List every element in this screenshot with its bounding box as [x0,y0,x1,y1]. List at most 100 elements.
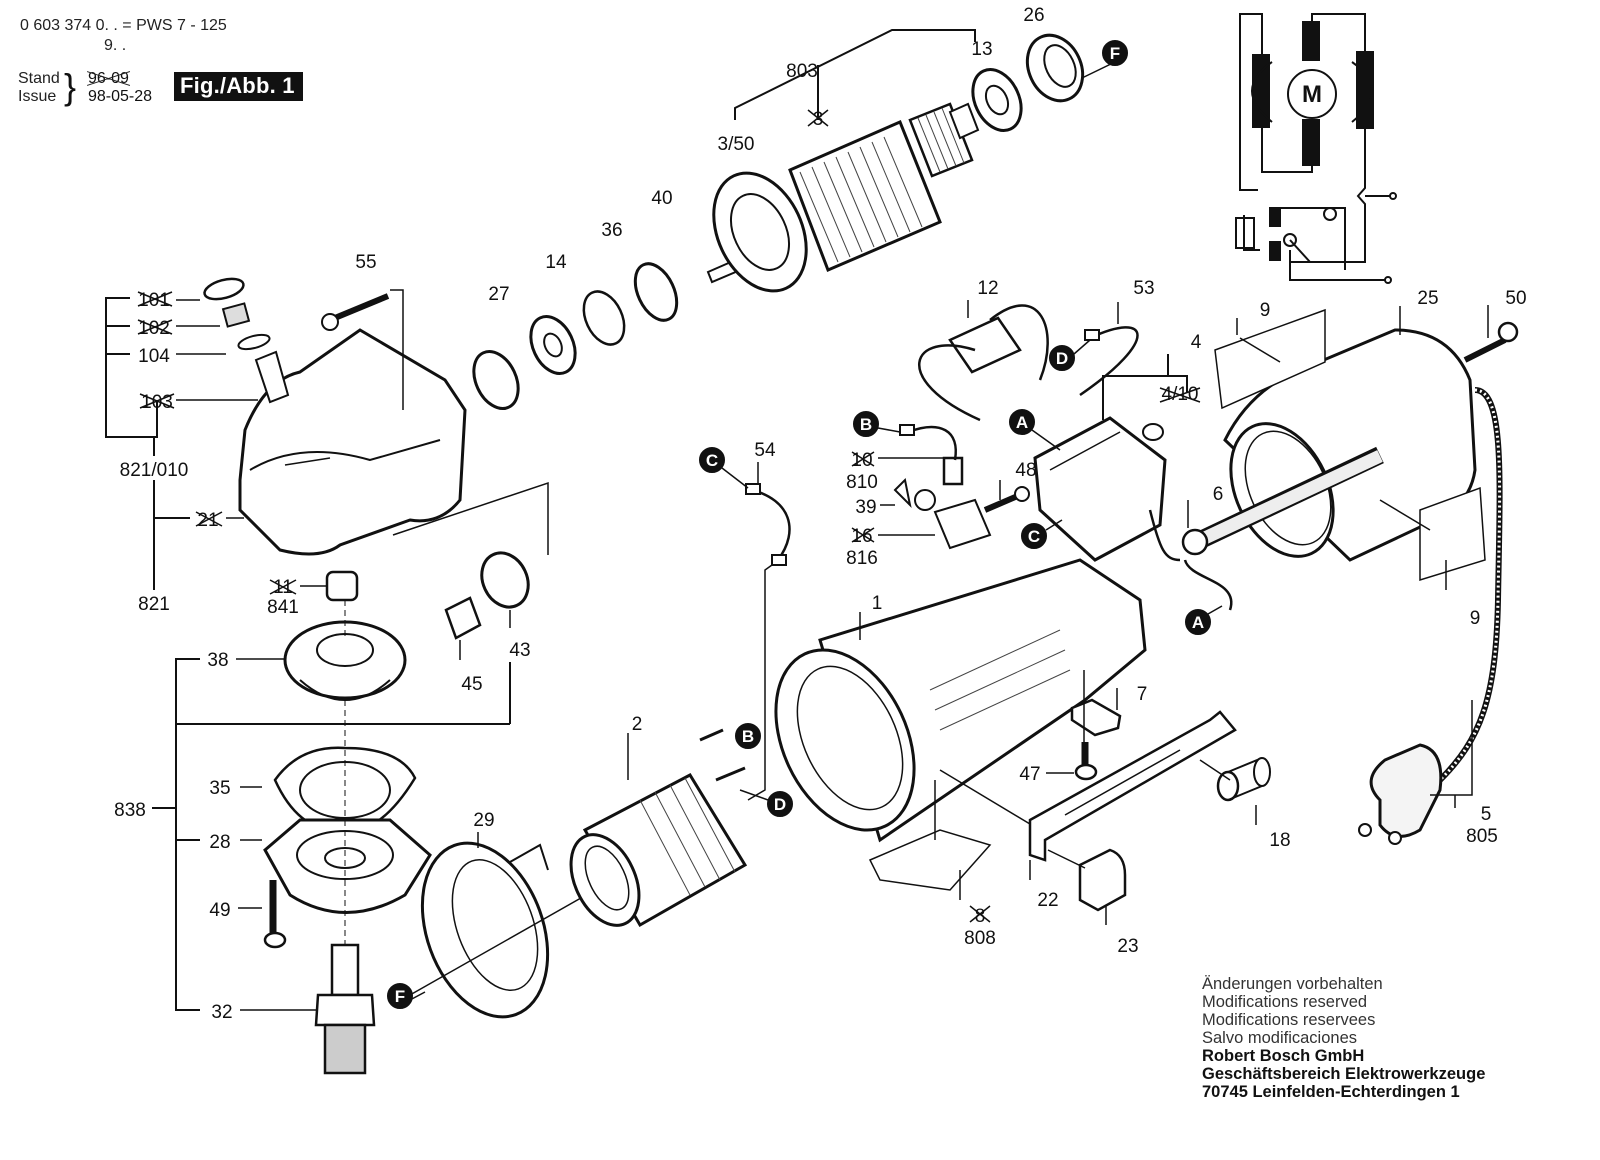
part-label-27: 27 [488,284,509,305]
old-date-struck: 96-09 [88,70,129,87]
part-label-22: 22 [1037,890,1058,911]
stand-issue-labels: Stand Issue [18,70,60,106]
part-label-841: 841 [267,597,299,618]
part-label-12: 12 [977,278,998,299]
model-variant: 9. . [104,37,127,54]
footer-notes: Änderungen vorbehalten Modifications res… [1202,975,1485,1101]
issue-label: Issue [18,88,57,105]
notes-line-es: Salvo modificaciones [1202,1029,1357,1047]
part-label-38: 38 [207,650,228,671]
ref-marker-a-cable [1185,609,1211,635]
circlip-40-icon [633,262,679,322]
part-label-21-struck: 21 [197,510,218,531]
ref-marker-c-switch [1021,523,1047,549]
part-label-2: 2 [632,714,643,735]
part-label-48: 48 [1015,460,1036,481]
armature-assembly [472,29,1085,410]
switch-4-icon [1033,416,1167,562]
part-label-39: 39 [855,497,876,518]
field-coil-bottom-icon [1302,119,1320,166]
part-label-13: 13 [971,39,992,60]
housing-1-icon [774,648,916,832]
part-label-49: 49 [209,900,230,921]
ref-marker-f-top [1102,40,1128,66]
stator-and-guard [409,728,769,1019]
figure-label: Fig./Abb. 1 [174,72,303,101]
switch-assembly [745,300,1233,801]
part-label-821-010: 821/010 [120,460,189,481]
gear-housing-assembly [105,277,549,1075]
notes-line-en: Modifications reserved [1202,993,1368,1011]
part-label-816: 816 [846,548,878,569]
handle-cover [1181,305,1519,845]
brace-icon: } [64,66,77,107]
slider-22-icon [1028,710,1237,862]
part-label-3-struck: 3 [813,109,824,130]
ref-marker-c-wire [699,447,725,473]
part-label-821: 821 [138,594,170,615]
svg-text:B: B [860,415,872,434]
part-label-103-struck: 103 [141,392,173,413]
svg-text:D: D [774,795,786,814]
rubber-bush-26-icon [1025,33,1085,103]
part-label-9-bottom: 9 [1470,608,1481,629]
part-label-808: 808 [964,928,996,949]
stator-2-icon [569,833,641,927]
motor-wiring-schematic: M [1235,13,1397,284]
svg-text:A: A [1192,613,1204,632]
part-label-1: 1 [872,593,883,614]
part-labels: 26 13 803 3 3/50 40 36 14 27 55 101 102 … [114,5,1526,1023]
company-name: Robert Bosch GmbH [1202,1047,1365,1065]
ref-marker-d-wire [1049,345,1075,371]
part-label-8-struck: 8 [975,906,986,927]
field-coil-top-icon [1302,21,1320,61]
capacitor-12-icon [948,316,1022,374]
ref-marker-b-wire [853,411,879,437]
part-label-54: 54 [754,440,776,461]
svg-text:F: F [395,987,405,1006]
part-label-25: 25 [1417,288,1438,309]
part-label-23: 23 [1117,936,1138,957]
part-label-4: 4 [1191,332,1202,353]
bush-27-icon [472,350,520,410]
part-label-805: 805 [1466,826,1498,847]
model-number: 0 603 374 0. . = PWS 7 - 125 [20,17,227,34]
part-label-7: 7 [1137,684,1148,705]
part-label-47: 47 [1019,764,1040,785]
part-label-838: 838 [114,800,146,821]
company-division: Geschäftsbereich Elektrowerkzeuge [1202,1065,1486,1083]
reference-markers: F F B D B C D A C A [387,40,1223,1009]
company-address: 70745 Leinfelden-Echterdingen 1 [1202,1083,1460,1101]
bearing-14-icon [529,315,577,375]
part-label-810: 810 [846,472,878,493]
svg-text:A: A [1016,413,1028,432]
ring-36-icon [582,290,626,346]
part-label-36: 36 [601,220,622,241]
motor-housing [774,558,1147,900]
stand-label: Stand [18,70,60,87]
part-label-53: 53 [1133,278,1154,299]
bearing-13-icon [971,68,1023,132]
mains-plug-icon [1369,743,1443,838]
svg-text:F: F [1110,44,1120,63]
ref-marker-a-switch [1009,409,1035,435]
part-label-43: 43 [509,640,530,661]
ref-marker-d-stator [767,791,793,817]
part-label-28: 28 [209,832,230,853]
part-label-6: 6 [1213,484,1224,505]
part-label-101-struck: 101 [138,290,170,311]
part-label-9-top: 9 [1260,300,1271,321]
part-label-45: 45 [461,674,482,695]
part-label-50: 50 [1505,288,1526,309]
part-label-803: 803 [786,61,818,82]
part-label-35: 35 [209,778,230,799]
svg-text:D: D [1056,349,1068,368]
issue-date: 98-05-28 [88,88,153,105]
model-header: 0 603 374 0. . = PWS 7 - 125 9. . [20,16,227,56]
motor-symbol-icon [1287,69,1337,119]
issue-dates: 96-09 98-05-28 [88,70,152,106]
notes-line-de: Änderungen vorbehalten [1202,975,1383,993]
svg-text:C: C [1028,527,1040,546]
motor-label: M [1302,81,1322,108]
